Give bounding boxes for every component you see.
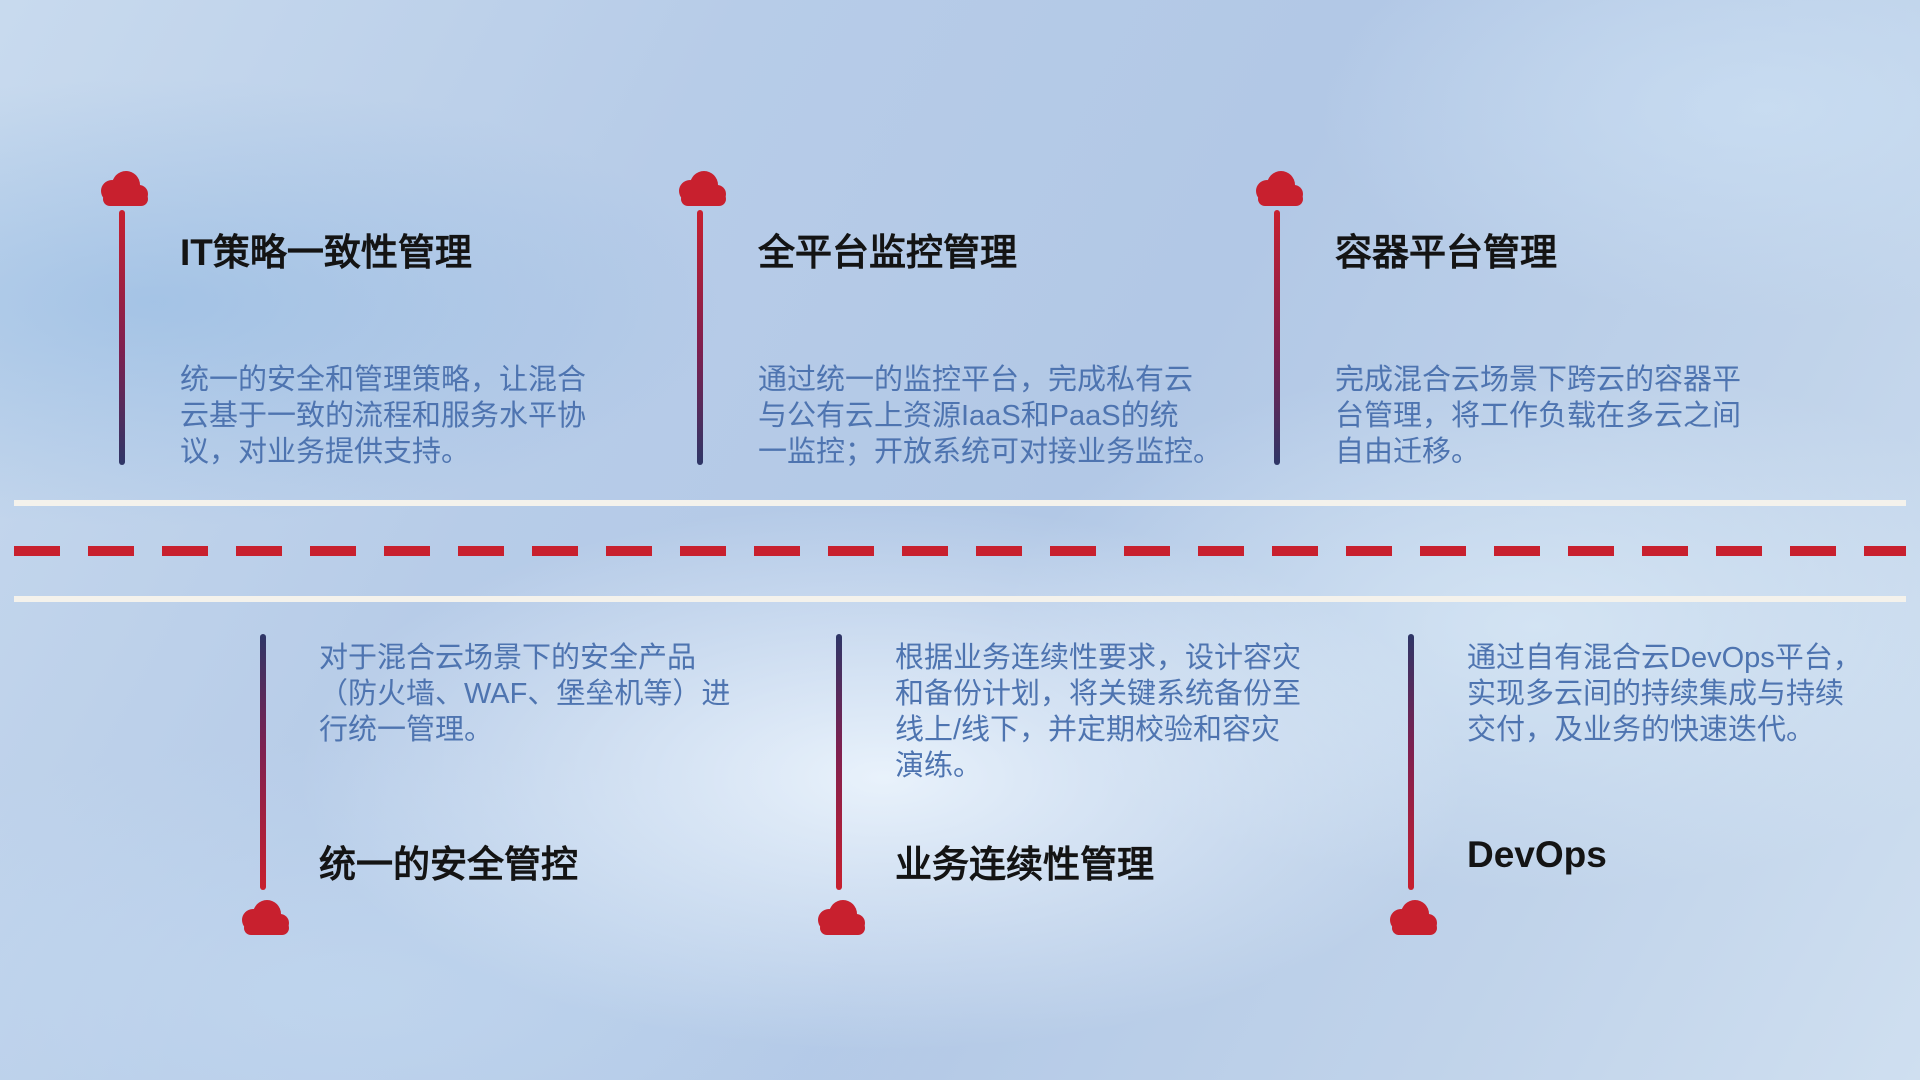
- cloud-icon: [92, 164, 152, 210]
- cloud-icon: [233, 893, 293, 939]
- item-title: IT策略一致性管理: [180, 232, 472, 273]
- timeline-connector: [697, 210, 703, 465]
- cloud-icon: [1381, 893, 1441, 939]
- cloud-icon-shape: [679, 171, 726, 206]
- item-title: 容器平台管理: [1335, 232, 1557, 273]
- cloud-icon-shape: [1390, 900, 1437, 935]
- cloud-icon-shape: [101, 171, 148, 206]
- cloud-icon-shape: [242, 900, 289, 935]
- timeline-connector: [119, 210, 125, 465]
- item-description: 根据业务连续性要求，设计容灾 和备份计划，将关键系统备份至 线上/线下，并定期校…: [895, 642, 1302, 782]
- cloud-icon: [670, 164, 730, 210]
- cloud-icon: [809, 893, 869, 939]
- item-description: 完成混合云场景下跨云的容器平 台管理，将工作负载在多云之间 自由迁移。: [1335, 364, 1742, 468]
- cloud-icon-shape: [818, 900, 865, 935]
- road-line-bottom: [14, 596, 1906, 602]
- timeline-connector: [260, 634, 266, 890]
- cloud-icon: [1247, 164, 1307, 210]
- timeline-connector: [836, 634, 842, 890]
- item-title: DevOps: [1467, 834, 1607, 875]
- item-title: 统一的安全管控: [319, 844, 578, 885]
- item-description: 通过统一的监控平台，完成私有云 与公有云上资源IaaS和PaaS的统 一监控；开…: [758, 364, 1223, 468]
- item-title: 业务连续性管理: [895, 844, 1154, 885]
- timeline-connector: [1274, 210, 1280, 465]
- item-title: 全平台监控管理: [758, 232, 1017, 273]
- timeline-connector: [1408, 634, 1414, 890]
- cloud-icon-shape: [1256, 171, 1303, 206]
- item-description: 对于混合云场景下的安全产品 （防火墙、WAF、堡垒机等）进 行统一管理。: [319, 642, 731, 746]
- road-dashed-line: [14, 546, 1906, 556]
- road-line-top: [14, 500, 1906, 506]
- item-description: 统一的安全和管理策略，让混合 云基于一致的流程和服务水平协 议，对业务提供支持。: [180, 364, 587, 468]
- item-description: 通过自有混合云DevOps平台， 实现多云间的持续集成与持续 交付，及业务的快速…: [1467, 642, 1862, 746]
